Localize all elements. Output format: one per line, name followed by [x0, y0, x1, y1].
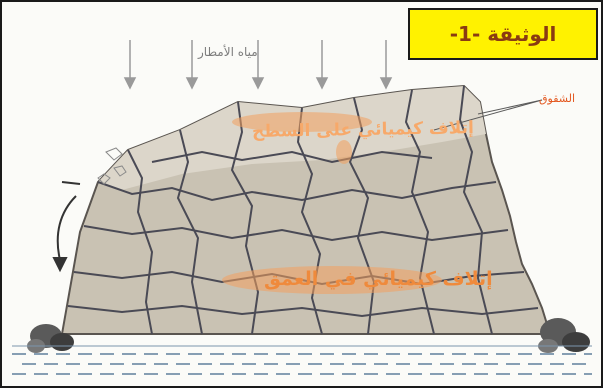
rubble-right	[538, 318, 590, 353]
fragments	[97, 147, 127, 185]
depth-dissolution-label: إتلاف كيميائي في العمق	[264, 268, 493, 290]
cracks-label: الشقوق	[539, 92, 576, 105]
dissolution-pockets	[222, 112, 442, 294]
rainwater-label: مياه الأمطار	[198, 45, 258, 59]
crack-pointers	[433, 99, 543, 131]
rain-arrows	[123, 40, 393, 90]
water-lines	[12, 353, 592, 375]
surface-dissolution-label: إتلاف كيميائي على السطح	[251, 118, 474, 142]
document-title: الوثيقة -1-	[408, 8, 598, 60]
curved-arrow	[52, 181, 81, 273]
